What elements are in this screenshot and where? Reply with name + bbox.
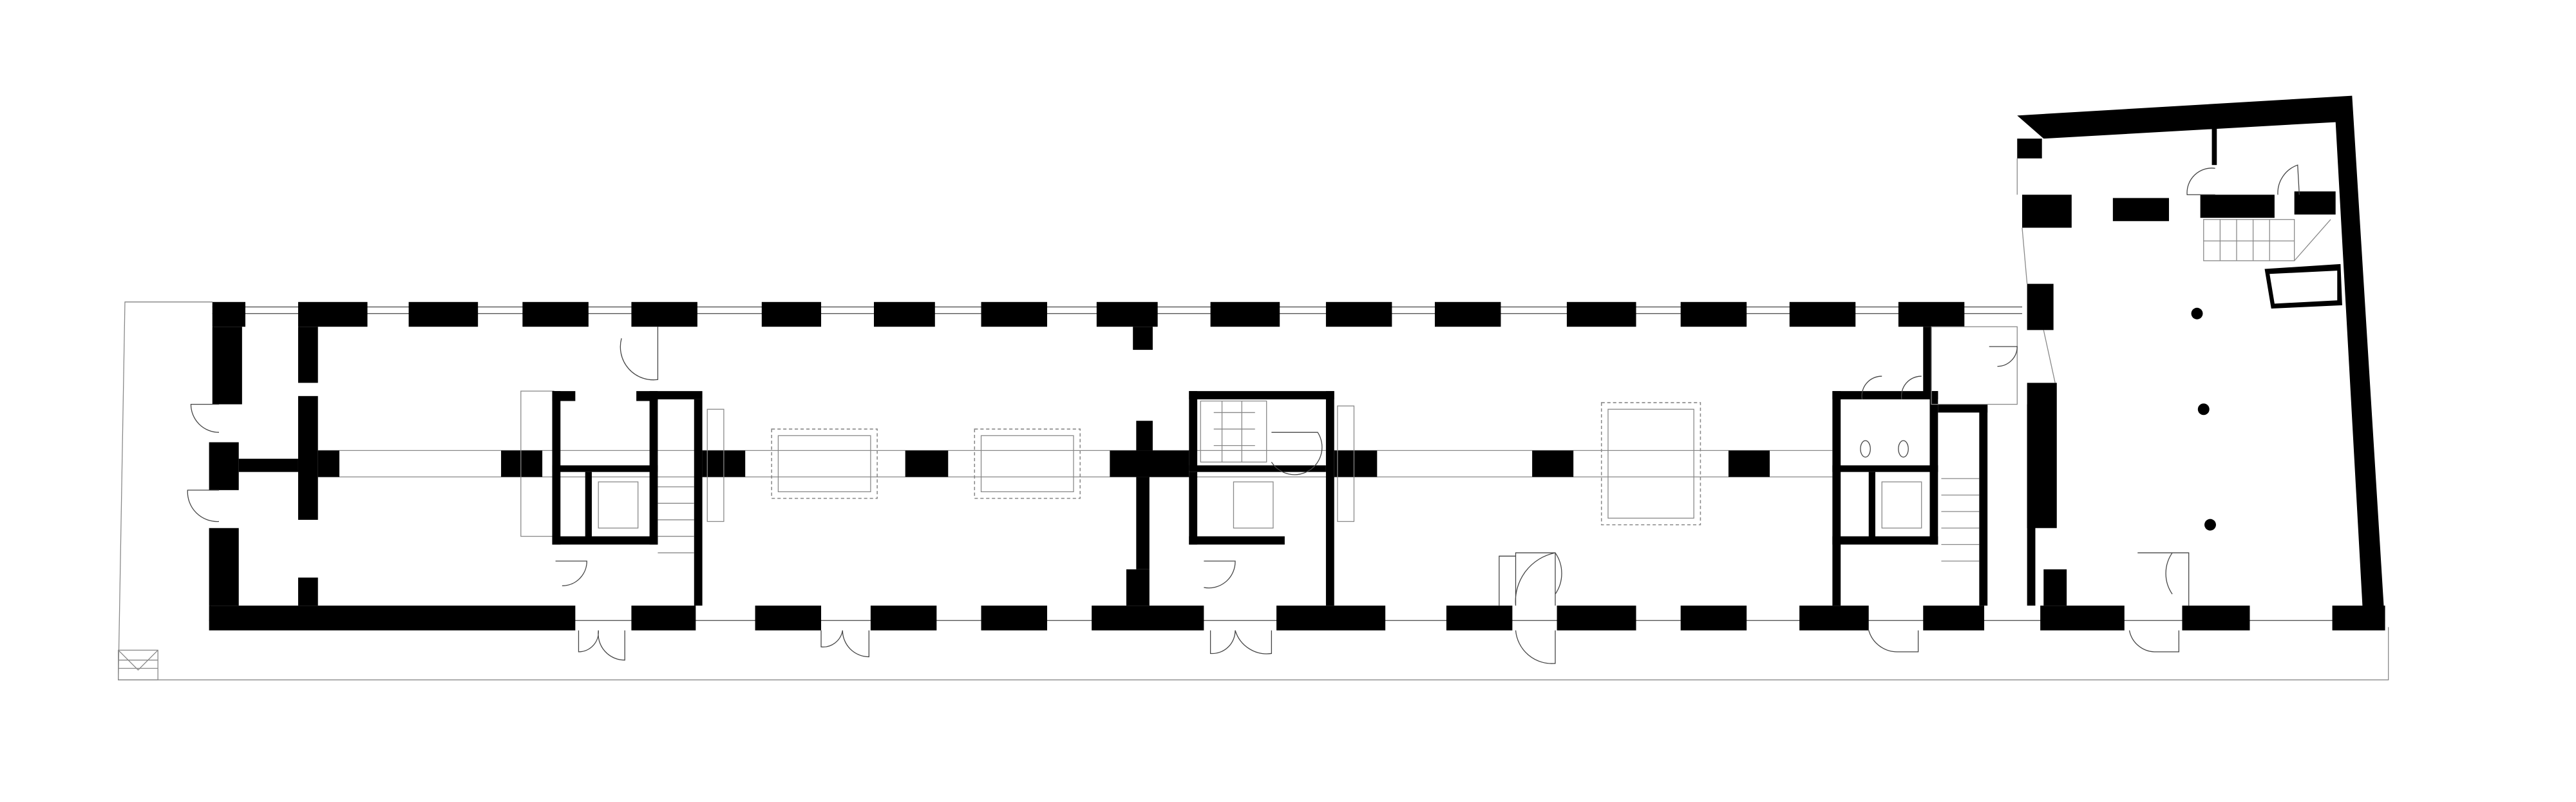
- service-core-2: [1126, 327, 1355, 606]
- corridor-beam: [317, 450, 1833, 477]
- north-arrow-symbol: [118, 649, 158, 681]
- service-core-3: [1832, 326, 2036, 606]
- toilet-icon: [1860, 440, 1871, 458]
- west-wall: [209, 327, 318, 606]
- column: [2204, 519, 2216, 531]
- north-facade-wall: [212, 301, 2022, 327]
- south-facade-wall: [209, 606, 2385, 631]
- service-core-1: [520, 327, 724, 606]
- west-doors: [187, 403, 220, 522]
- column: [2191, 307, 2203, 320]
- east-wing: [2016, 95, 2385, 627]
- skylights: [771, 402, 1701, 526]
- column: [2197, 403, 2210, 415]
- south-entrance-doors: [578, 552, 2179, 664]
- toilet-icon: [1898, 440, 1909, 458]
